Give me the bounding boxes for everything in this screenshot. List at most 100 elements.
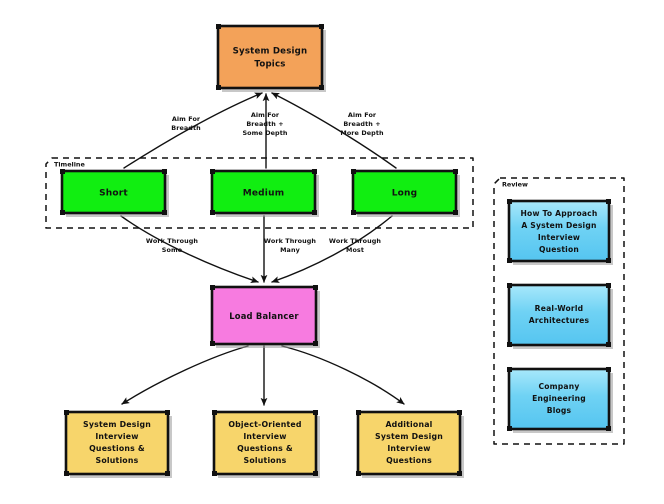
edge-long-to-load-balancer [271,215,393,283]
review-group: Review [493,177,625,445]
edge-labels-to-load-balancer: Work Through Some Work Through Many Work… [146,237,381,254]
node-label-line: System Design [375,432,443,441]
edge-label-line: Breadth + [343,120,380,128]
node-label-line: Interview [243,432,286,441]
corner-marker [165,471,170,476]
node-label-line: System Design [83,420,151,429]
corner-marker [457,471,462,476]
corner-marker [162,210,167,215]
node-body[interactable] [210,285,318,346]
edge-label-line: Aim For [251,111,280,119]
node-short[interactable]: Short [60,169,169,217]
corner-marker [210,169,215,174]
edge-label-line: Many [280,246,301,254]
node-label-line: Question [539,245,579,254]
node-system-design-topics[interactable]: System Design Topics [216,24,326,92]
edges-from-load-balancer [121,345,405,406]
corner-marker [457,410,462,415]
node-label-line: System Design [233,47,308,57]
edge-label-medium-to-root: Aim For Breadth + Some Depth [242,111,287,137]
node-system-design-interview-questions-solutions[interactable]: System Design Interview Questions & Solu… [64,410,172,478]
node-real-world-architectures[interactable]: Real-World Architectures [507,283,613,349]
node-label-line: Object-Oriented [228,420,301,429]
edge-label-long-to-root: Aim For Breadth + More Depth [340,111,384,137]
corner-marker [60,210,65,215]
edge-label-line: Aim For [172,115,201,123]
corner-marker [507,283,512,288]
node-label-line: Blogs [547,406,572,415]
edge-label-line: Work Through [264,237,317,245]
corner-marker [313,471,318,476]
corner-marker [64,471,69,476]
node-label-line: Engineering [532,394,586,403]
node-body[interactable] [351,169,458,215]
corner-marker [507,258,512,263]
node-body[interactable] [60,169,167,215]
node-additional-system-design-interview-questions[interactable]: Additional System Design Interview Quest… [356,410,464,478]
node-long[interactable]: Long [351,169,460,217]
node-object-oriented-interview-questions-solutions[interactable]: Object-Oriented Interview Questions & So… [212,410,320,478]
corner-marker [313,341,318,346]
node-label-line: Company [538,382,579,391]
timeline-group-label: Timeline [54,161,85,169]
node-load-balancer[interactable]: Load Balancer [210,285,320,348]
node-body[interactable] [507,367,611,431]
edge-label-line: Some Depth [242,129,287,137]
edge-label-line: Some [162,246,183,254]
node-body[interactable] [64,410,170,476]
node-label-line: Short [99,189,128,199]
node-body[interactable] [507,199,611,263]
node-body[interactable] [507,283,611,347]
corner-marker [606,367,611,372]
node-body[interactable] [212,410,318,476]
node-label-line: Interview [387,444,430,453]
corner-marker [356,410,361,415]
corner-marker [60,169,65,174]
node-label-line: Interview [95,432,138,441]
node-medium[interactable]: Medium [210,169,319,217]
node-body[interactable] [210,169,317,215]
edge-labels-to-root: Aim For Breadth Aim For Breadth + Some D… [171,111,384,137]
edge-label-long-to-load-balancer: Work Through Most [329,237,381,254]
node-label-line: Questions & [89,444,145,453]
node-label-line: Questions [386,456,432,465]
edge-label-short-to-root: Aim For Breadth [171,115,201,132]
corner-marker [507,426,512,431]
node-label-line: Real-World [535,304,584,313]
node-body[interactable] [356,410,462,476]
corner-marker [313,285,318,290]
edges-to-root [123,92,397,169]
edge-label-line: Aim For [348,111,377,119]
node-how-to-approach-a-system-design-interview-question[interactable]: How To Approach A System Design Intervie… [507,199,613,265]
node-body[interactable] [216,24,324,90]
edge-short-to-load-balancer [120,215,259,283]
node-label-line: How To Approach [520,209,597,218]
node-label-line: Medium [243,189,285,199]
corner-marker [216,85,221,90]
corner-marker [606,342,611,347]
corner-marker [453,169,458,174]
node-label-line: Architectures [529,316,590,325]
node-label-line: Solutions [96,456,139,465]
corner-marker [312,210,317,215]
corner-marker [606,199,611,204]
edge-label-medium-to-load-balancer: Work Through Many [264,237,317,254]
node-company-engineering-blogs[interactable]: Company Engineering Blogs [507,367,613,433]
corner-marker [162,169,167,174]
corner-marker [165,410,170,415]
edge-long-to-root [271,92,397,169]
node-label-line: Solutions [244,456,287,465]
node-label-line: A System Design [521,221,596,230]
review-group-label: Review [502,181,528,189]
corner-marker [64,410,69,415]
corner-marker [507,342,512,347]
edge-load-balancer-to-output-1 [121,345,249,405]
corner-marker [210,210,215,215]
node-label-line: Topics [254,60,285,70]
edge-label-short-to-load-balancer: Work Through Some [146,237,198,254]
node-label-line: Additional [385,420,432,429]
corner-marker [210,285,215,290]
node-label-line: Load Balancer [229,311,299,321]
